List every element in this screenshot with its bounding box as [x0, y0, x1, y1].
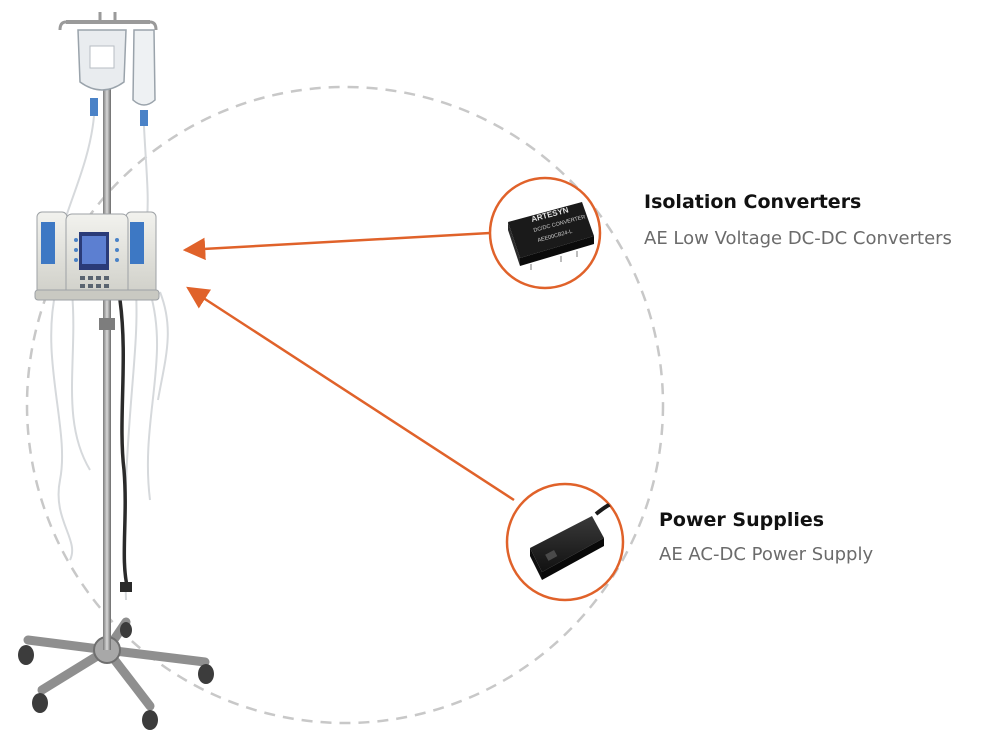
power-supplies-subtitle: AE AC-DC Power Supply: [659, 544, 874, 565]
isolation-converters-callout-circle: ARTESYN DC/DC CONVERTER AEE00CB24-L: [488, 176, 602, 290]
dashed-orbit-circle: [25, 85, 665, 725]
isolation-converters-subtitle: AE Low Voltage DC-DC Converters: [644, 228, 952, 249]
iv-pole-infusion-pump-icon: [18, 12, 214, 730]
isolation-converters-title: Isolation Converters: [644, 191, 862, 213]
arrow-to-pump-top: [182, 231, 491, 261]
ac-dc-power-brick-icon: [530, 498, 623, 580]
arrow-to-pump-bottom: [186, 286, 515, 502]
dc-dc-converter-module-icon: ARTESYN DC/DC CONVERTER AEE00CB24-L: [508, 202, 594, 270]
power-supplies-callout-circle: [505, 482, 625, 602]
power-supplies-title: Power Supplies: [659, 509, 825, 531]
